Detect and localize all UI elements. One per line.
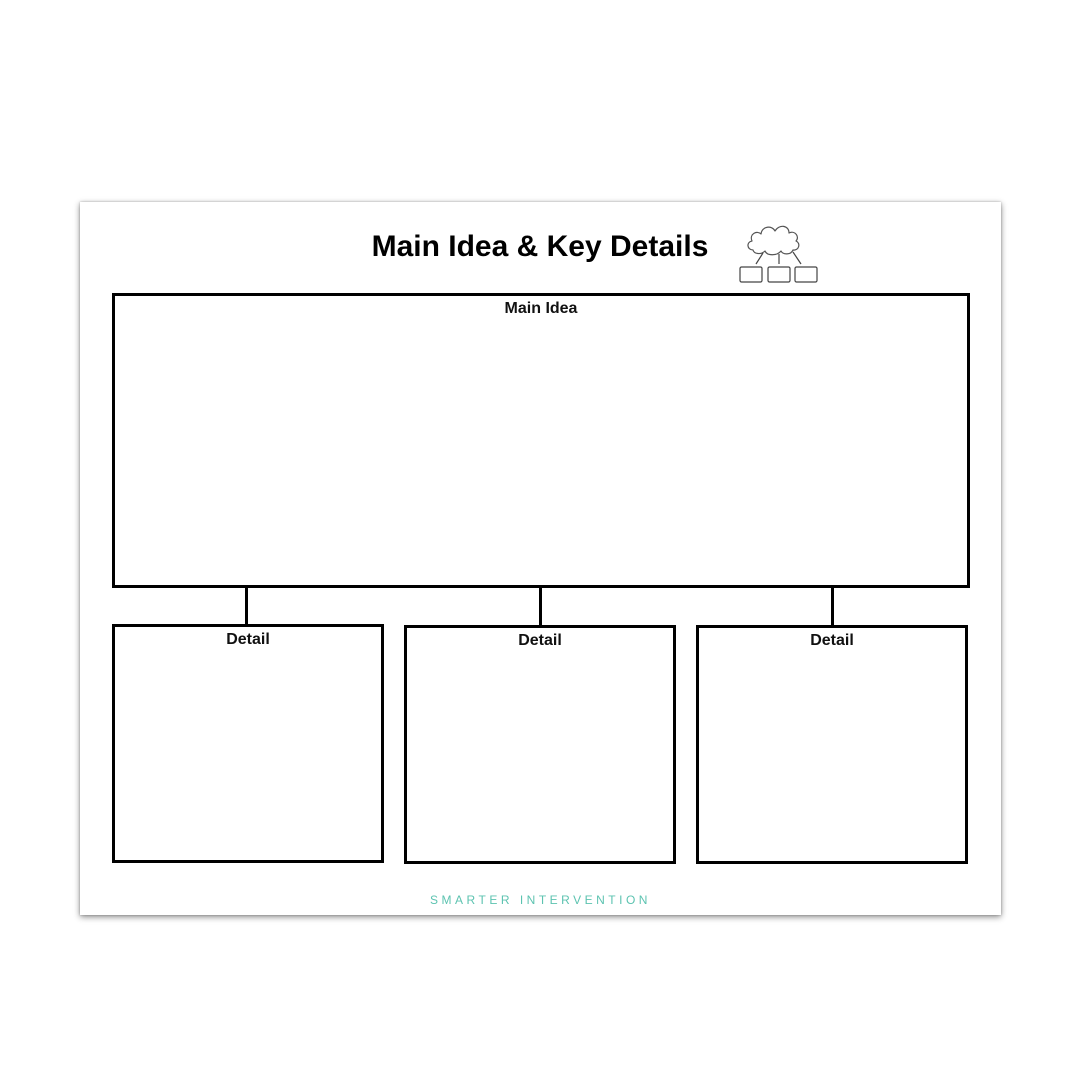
connector-line-2 <box>539 587 542 625</box>
worksheet-title: Main Idea & Key Details <box>371 230 709 263</box>
detail-label-2: Detail <box>518 632 562 649</box>
cloud-with-three-boxes-icon <box>739 225 818 283</box>
detail-label-1: Detail <box>226 631 270 648</box>
worksheet-page: Main Idea & Key Details Main Idea Detail… <box>80 202 1001 915</box>
connector-line-1 <box>245 587 248 625</box>
detail-label-3: Detail <box>810 632 854 649</box>
main-idea-box[interactable]: Main Idea <box>112 293 970 588</box>
detail-box-3[interactable]: Detail <box>696 625 968 864</box>
detail-box-1[interactable]: Detail <box>112 624 384 863</box>
main-idea-label: Main Idea <box>504 300 578 317</box>
footer-brand: SMARTER INTERVENTION <box>430 893 651 907</box>
connector-line-3 <box>831 587 834 625</box>
detail-box-2[interactable]: Detail <box>404 625 676 864</box>
